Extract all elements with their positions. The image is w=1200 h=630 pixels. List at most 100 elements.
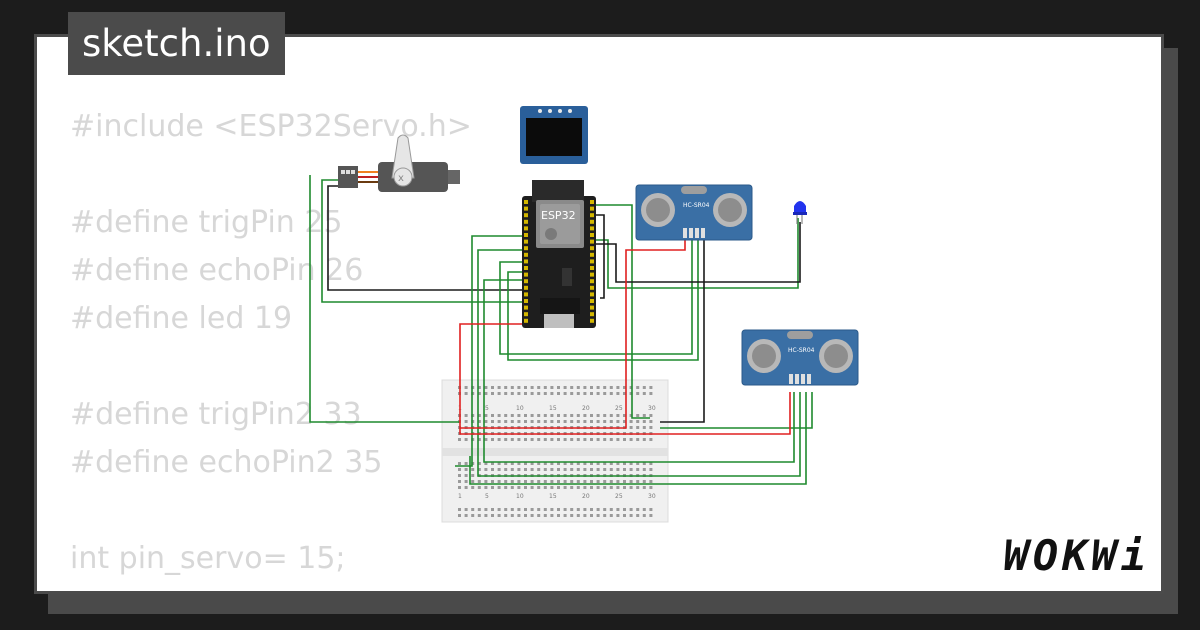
- esp32-pin: [524, 279, 528, 284]
- breadboard-hole: [583, 486, 587, 489]
- breadboard-hole: [491, 508, 494, 511]
- oled-display[interactable]: [520, 106, 588, 164]
- breadboard-hole: [590, 414, 593, 417]
- breadboard-hole: [623, 486, 626, 489]
- wire-black: [596, 222, 801, 283]
- breadboard-hole: [497, 514, 501, 517]
- breadboard-hole: [583, 514, 587, 517]
- breadboard-hole: [497, 462, 501, 465]
- breadboard-hole: [464, 392, 468, 395]
- breadboard-hole: [543, 462, 547, 465]
- breadboard-hole: [563, 420, 567, 423]
- ultrasonic-sensor-1[interactable]: HC-SR04: [635, 184, 753, 241]
- breadboard-col-label: 30: [648, 493, 656, 500]
- breadboard-hole: [510, 486, 514, 489]
- ultrasonic-sensor-2[interactable]: HC-SR04: [741, 329, 859, 386]
- breadboard-hole: [590, 386, 593, 389]
- code-line: int pin_servo= 15;: [70, 541, 346, 576]
- esp32-pin: [590, 292, 594, 297]
- wokwi-logo: WOKWi: [1003, 531, 1150, 580]
- breadboard-hole: [484, 392, 488, 395]
- breadboard-hole: [550, 438, 554, 441]
- breadboard-hole: [649, 420, 653, 423]
- breadboard-hole: [609, 420, 613, 423]
- file-tab[interactable]: sketch.ino: [68, 12, 285, 75]
- breadboard-hole: [530, 392, 534, 395]
- breadboard-hole: [603, 392, 607, 395]
- breadboard-hole: [642, 480, 646, 483]
- breadboard-hole: [623, 480, 626, 483]
- breadboard-hole: [557, 386, 560, 389]
- breadboard-hole: [477, 486, 481, 489]
- breadboard-hole: [609, 508, 613, 511]
- breadboard[interactable]: 1 5 10 15 20 25 30 1 5 10 15 20 25 30: [441, 379, 669, 523]
- breadboard-hole: [603, 514, 607, 517]
- breadboard-hole: [550, 480, 554, 483]
- breadboard-hole: [629, 414, 633, 417]
- code-line: #define echoPin2 35: [70, 445, 383, 480]
- breadboard-hole: [590, 438, 593, 441]
- breadboard-hole: [563, 468, 567, 471]
- esp32-pin: [524, 259, 528, 264]
- breadboard-hole: [477, 480, 481, 483]
- breadboard-hole: [484, 438, 488, 441]
- breadboard-hole: [570, 414, 574, 417]
- breadboard-hole: [537, 480, 541, 483]
- breadboard-hole: [464, 414, 468, 417]
- breadboard-hole: [537, 438, 541, 441]
- breadboard-hole: [609, 438, 613, 441]
- breadboard-hole: [649, 462, 653, 465]
- led-blue[interactable]: [793, 201, 807, 224]
- breadboard-hole: [491, 486, 494, 489]
- breadboard-hole: [636, 514, 640, 517]
- breadboard-hole: [543, 386, 547, 389]
- breadboard-hole: [524, 438, 527, 441]
- esp32-board[interactable]: ESP32: [522, 180, 596, 328]
- breadboard-hole: [629, 386, 633, 389]
- breadboard-hole: [616, 480, 620, 483]
- wire-red: [459, 323, 791, 435]
- breadboard-hole: [649, 414, 653, 417]
- breadboard-hole: [517, 480, 521, 483]
- breadboard-hole: [583, 508, 587, 511]
- breadboard-hole: [590, 508, 593, 511]
- breadboard-hole: [491, 514, 494, 517]
- breadboard-hole: [537, 468, 541, 471]
- breadboard-hole: [524, 386, 527, 389]
- esp32-pin: [590, 312, 594, 317]
- code-line: #define trigPin2 33: [70, 397, 362, 432]
- breadboard-hole: [458, 514, 461, 517]
- breadboard-hole: [543, 468, 547, 471]
- breadboard-hole: [642, 468, 646, 471]
- breadboard-hole: [537, 386, 541, 389]
- esp32-pin: [524, 219, 528, 224]
- breadboard-hole: [603, 420, 607, 423]
- breadboard-hole: [477, 420, 481, 423]
- breadboard-col-label: 30: [648, 405, 656, 412]
- breadboard-hole: [616, 468, 620, 471]
- breadboard-hole: [530, 462, 534, 465]
- breadboard-hole: [471, 480, 475, 483]
- esp32-pin: [524, 299, 528, 303]
- breadboard-hole: [629, 486, 633, 489]
- breadboard-hole: [477, 392, 481, 395]
- breadboard-hole: [484, 514, 488, 517]
- esp32-pin: [590, 233, 594, 237]
- esp32-pin: [590, 272, 594, 277]
- breadboard-hole: [550, 514, 554, 517]
- breadboard-hole: [550, 486, 554, 489]
- breadboard-hole: [484, 420, 488, 423]
- breadboard-hole: [576, 392, 580, 395]
- breadboard-hole: [543, 420, 547, 423]
- breadboard-hole: [477, 438, 481, 441]
- breadboard-hole: [609, 462, 613, 465]
- breadboard-hole: [636, 420, 640, 423]
- breadboard-hole: [497, 414, 501, 417]
- servo-motor[interactable]: x: [338, 134, 460, 192]
- esp32-pin: [524, 200, 528, 204]
- esp32-pin: [524, 312, 528, 317]
- breadboard-hole: [642, 462, 646, 465]
- breadboard-hole: [596, 508, 600, 511]
- breadboard-hole: [557, 462, 560, 465]
